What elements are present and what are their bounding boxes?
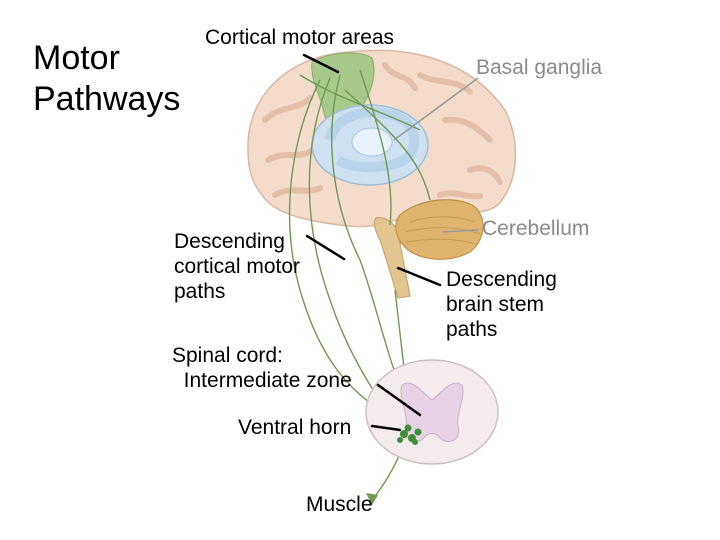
- spinal-cord-section: [365, 359, 499, 465]
- label-cerebellum: Cerebellum: [482, 217, 590, 240]
- label-cortical-motor-areas: Cortical motor areas: [205, 26, 395, 49]
- cerebellum: [395, 199, 484, 260]
- leader-ventral-horn: [370, 424, 402, 432]
- leader-basal-ganglia: [393, 77, 479, 141]
- label-muscle: Muscle: [306, 493, 373, 516]
- cerebellum-folia: [404, 216, 481, 245]
- leader-lines-grey: [393, 77, 479, 233]
- leader-descending-brainstem: [396, 266, 442, 287]
- label-descending-cortical-paths: Descending cortical motor paths: [174, 230, 301, 304]
- basal-ganglia: [311, 104, 429, 186]
- label-spinal-cord-intermediate-zone: Spinal cord: Intermediate zone: [172, 344, 352, 393]
- leader-spinal-cord: [376, 383, 422, 417]
- leader-cerebellum: [441, 229, 479, 233]
- muscle-arrowhead: [366, 493, 378, 505]
- label-ventral-horn: Ventral horn: [238, 416, 352, 439]
- leader-lines: [302, 53, 442, 432]
- leader-cortical-motor-areas: [302, 53, 340, 74]
- brain-gyri: [262, 62, 503, 200]
- leader-descending-cortical: [305, 234, 346, 261]
- brainstem: [373, 217, 411, 299]
- ventral-horn-cells: [397, 424, 422, 445]
- label-descending-brainstem-paths: Descending brain stem paths: [446, 268, 557, 342]
- page-title: Motor Pathways: [33, 39, 181, 118]
- label-basal-ganglia: Basal ganglia: [476, 56, 603, 79]
